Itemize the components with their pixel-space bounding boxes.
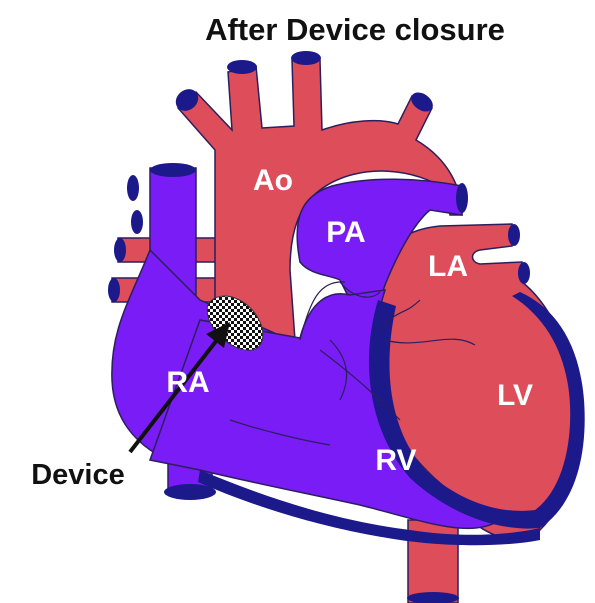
cap-la-vein-1 <box>508 224 520 246</box>
cap-carotid <box>227 60 257 74</box>
label-device: Device <box>31 459 125 491</box>
cap-svc <box>150 163 196 177</box>
label-aorta: Ao <box>253 164 293 197</box>
cap-la-vein-2 <box>518 262 530 284</box>
label-left-ventricle: LV <box>497 379 533 412</box>
diagram-title: After Device closure <box>205 12 505 47</box>
label-left-atrium: LA <box>428 250 468 283</box>
label-pulmonary-artery: PA <box>326 216 365 249</box>
label-right-atrium: RA <box>166 366 209 399</box>
cap-pulmonary-vein-lu <box>114 238 126 262</box>
cap-pa-left-top <box>127 175 139 201</box>
cap-pa-right <box>456 183 468 213</box>
cap-ivc <box>164 484 216 500</box>
cap-pa-left <box>131 210 143 234</box>
cap-pulmonary-vein-ll <box>108 278 120 302</box>
cap-subclavian <box>291 51 321 65</box>
label-right-ventricle: RV <box>375 444 416 477</box>
